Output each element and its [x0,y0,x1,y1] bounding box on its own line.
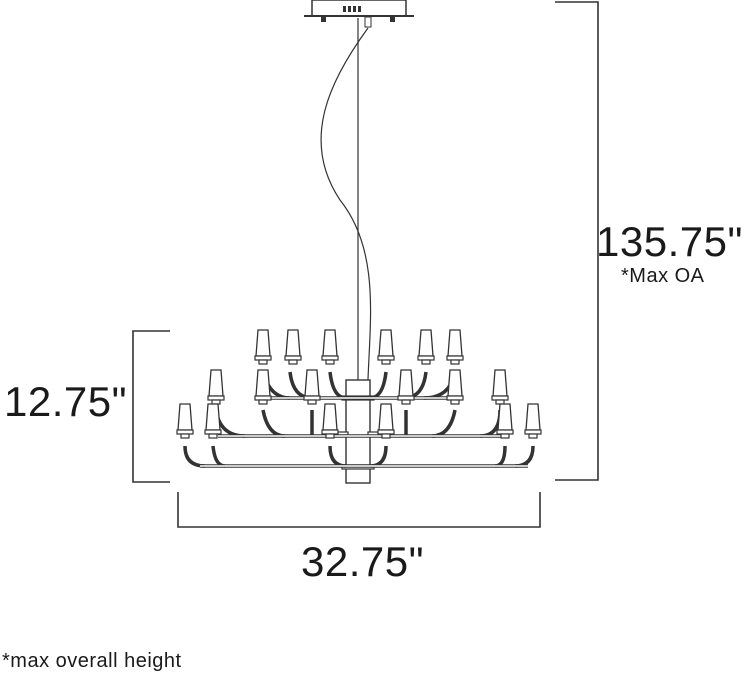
body-height-label: 12.75" [4,378,128,425]
power-cord [320,27,372,381]
width-bracket [177,492,541,528]
overall-height-label: 135.75" [596,218,743,265]
body-height-bracket [132,330,170,483]
footnote: *max overall height [2,650,182,672]
canopy [304,0,414,28]
max-oa-note: *Max OA [621,265,705,287]
height-bracket [555,1,599,481]
width-label: 32.75" [301,538,425,585]
